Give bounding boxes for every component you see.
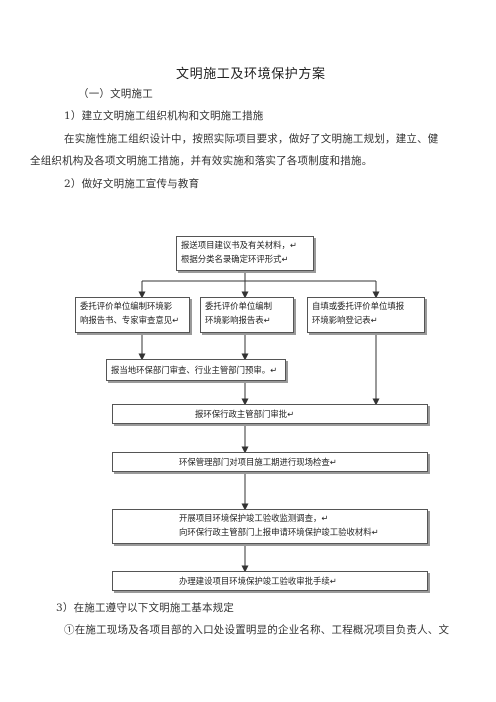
flow-box-eia-report: 委托评价单位编制环境影 响报告书、专家审查意见↵	[75, 297, 190, 333]
flow-box-local-review: 报当地环保部门审查、行业主管部门预审。↵	[106, 359, 286, 381]
page-title: 文明施工及环境保护方案	[176, 67, 326, 82]
flow-box-4-line-1: 自填或委托评价单位填报	[312, 301, 405, 311]
flow-box-6-line-1: 报环保行政主管部门审批↵	[195, 409, 295, 419]
flow-box-eia-registration: 自填或委托评价单位填报 环境影响登记表↵	[307, 297, 425, 333]
flow-box-4-line-2: 环境影响登记表↵	[312, 315, 378, 325]
flow-box-2-line-1: 委托评价单位编制环境影	[80, 301, 173, 311]
flow-box-2-line-2: 响报告书、专家审查意见↵	[80, 315, 180, 325]
flow-box-site-inspection: 环保管理部门对项目施工期进行现场检查↵	[112, 452, 428, 472]
flow-box-1-line-1: 报送项目建议书及有关材料，↵	[181, 240, 297, 250]
flow-box-8-line-1: 开展项目环境保护竣工验收监测调查，↵	[179, 513, 329, 523]
flow-box-7-line-1: 环保管理部门对项目施工期进行现场检查↵	[179, 457, 337, 467]
flow-box-submit-proposal: 报送项目建议书及有关材料，↵ 根据分类名录确定环评形式↵	[176, 236, 314, 271]
flow-box-eia-form: 委托评价单位编制 环境影响报告表↵	[200, 297, 294, 333]
flow-box-final-approval: 办理建设项目环境保护竣工验收审批手续↵	[112, 571, 428, 591]
paragraph-2-line-1: ①在施工现场及各项目部的入口处设置明显的企业名称、工程概况项目负责人、文	[64, 624, 450, 636]
flow-box-3-line-2: 环境影响报告表↵	[205, 315, 271, 325]
item-2-heading: 2）做好文明施工宣传与教育	[64, 178, 200, 190]
flow-box-5-line-1: 报当地环保部门审查、行业主管部门预审。↵	[111, 365, 278, 375]
item-1-heading: 1）建立文明施工组织机构和文明施工措施	[64, 110, 264, 122]
flow-box-9-line-1: 办理建设项目环境保护竣工验收审批手续↵	[179, 576, 337, 586]
flow-box-approval: 报环保行政主管部门审批↵	[112, 404, 428, 424]
flow-box-1-line-2: 根据分类名录确定环评形式↵	[181, 254, 289, 264]
flow-box-acceptance-survey: 开展项目环境保护竣工验收监测调查，↵ 向环保行政主管部门上报申请环境保护竣工验收…	[112, 509, 428, 544]
section-heading: （一）文明施工	[78, 88, 153, 100]
paragraph-1-line-2: 全组织机构及各项文明施工措施，并有效实施和落实了各项制度和措施。	[30, 155, 373, 167]
flow-box-8-line-2: 向环保行政主管部门上报申请环境保护竣工验收材料↵	[179, 527, 379, 537]
flow-box-3-line-1: 委托评价单位编制	[205, 301, 272, 311]
paragraph-1-line-1: 在实施性施工组织设计中，按照实际项目要求，做好了文明施工规划，建立、健	[64, 133, 439, 145]
item-3-heading: 3）在施工遵守以下文明施工基本规定	[56, 602, 235, 614]
